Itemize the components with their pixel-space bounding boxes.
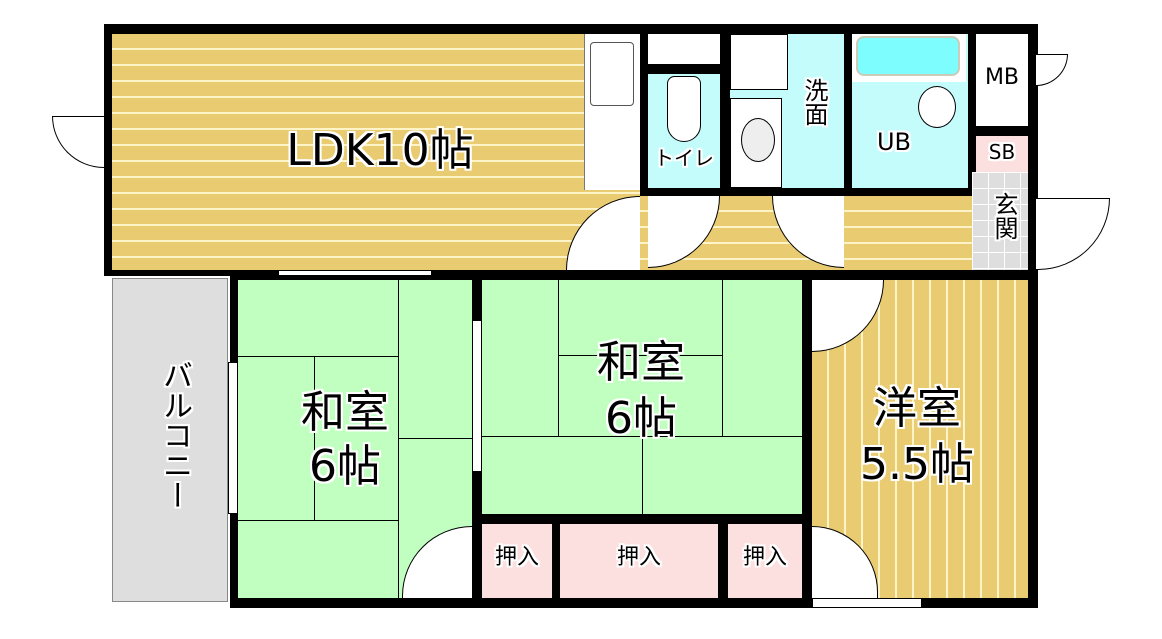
youshitsu-size: 5.5帖	[860, 439, 974, 490]
sink-round-icon	[918, 86, 956, 128]
closet-1-label: 押入	[494, 545, 539, 570]
room-balcony	[112, 278, 228, 602]
window-youshitsu-south	[812, 598, 922, 608]
window-ldk-south	[278, 270, 432, 276]
door-genkan[interactable]	[1036, 198, 1110, 270]
youshitsu-name: 洋室	[873, 383, 961, 434]
room-genkan	[972, 172, 1028, 270]
closet-3	[728, 524, 802, 598]
balcony-label: バルコニー	[157, 360, 192, 510]
ub-label: UB	[876, 128, 912, 156]
closet-3-label: 押入	[742, 545, 787, 570]
window-washitsu1-west	[228, 362, 238, 514]
closet-2-label: 押入	[616, 545, 661, 570]
genkan-label: 玄関	[990, 192, 1018, 240]
room-mb	[976, 34, 1028, 126]
door-ldk-west[interactable]	[52, 116, 104, 168]
basin-bowl-icon	[741, 118, 775, 162]
ldk-label: LDK10帖	[286, 125, 474, 176]
sb-label: SB	[988, 140, 1016, 164]
closet-1	[482, 524, 552, 598]
door-mb[interactable]	[1036, 54, 1068, 86]
mb-label: MB	[984, 65, 1020, 90]
kitchen-sink-icon	[590, 42, 634, 106]
room-sb	[976, 136, 1028, 172]
toilet-label: トイレ	[654, 146, 714, 170]
room-ldk	[112, 34, 640, 270]
toilet-shelf	[648, 34, 720, 64]
bathtub-water-icon	[856, 36, 960, 76]
closet-2	[560, 524, 718, 598]
washing-machine-icon	[730, 34, 788, 90]
washitsu-1-size: 6帖	[309, 441, 381, 492]
senmen-label: 洗面	[800, 78, 828, 126]
window-washitsu-divider	[472, 320, 482, 472]
kitchen-counter	[584, 34, 640, 190]
washitsu-1-name: 和室	[301, 387, 389, 438]
washitsu-2-size: 6帖	[605, 393, 677, 444]
washitsu-2-name: 和室	[597, 337, 685, 388]
toilet-bowl-icon	[667, 76, 701, 142]
